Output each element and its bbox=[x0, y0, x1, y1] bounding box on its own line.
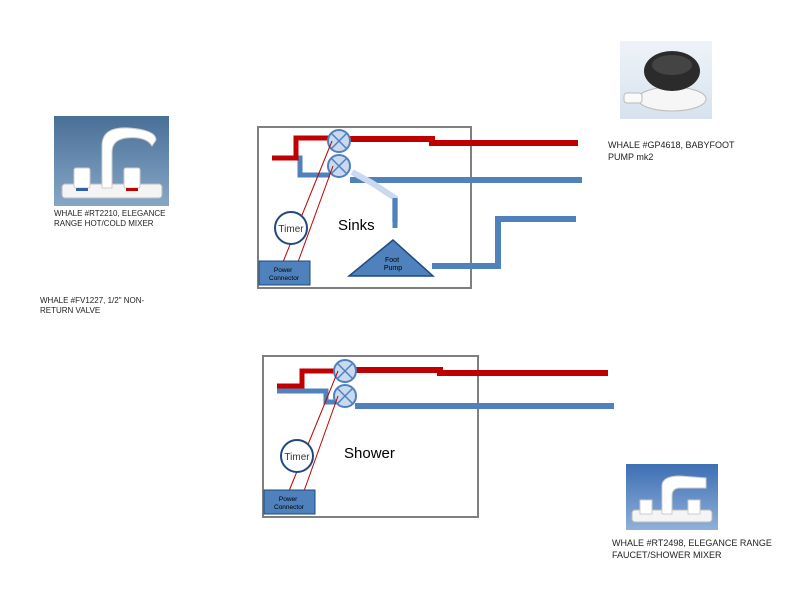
fv1227-label: WHALE #FV1227, 1/2" NON-RETURN VALVE bbox=[40, 296, 145, 315]
sinks-timer-label: Timer bbox=[278, 224, 304, 235]
sinks-cold-valve bbox=[327, 154, 351, 178]
sinks-pump-outlet-line bbox=[432, 216, 576, 269]
sinks-power-connector bbox=[258, 260, 311, 286]
sinks-hot-valve bbox=[327, 129, 351, 153]
foot-pump-icon bbox=[623, 51, 707, 112]
sinks-timer bbox=[274, 211, 308, 245]
shower-hot-inlet-line bbox=[277, 368, 336, 389]
shower-hot-outlet-line bbox=[355, 367, 608, 376]
shower-cold-inlet-line bbox=[277, 388, 336, 405]
shower-title: Shower bbox=[344, 445, 395, 462]
shower-timer-label: Timer bbox=[284, 452, 310, 463]
rt2498-mixer-photo bbox=[626, 464, 718, 530]
sinks-hot-outlet-line bbox=[350, 136, 578, 146]
shower-hot-valve bbox=[333, 359, 357, 383]
sinks-box bbox=[257, 126, 472, 289]
shower-power-connector bbox=[263, 489, 316, 515]
shower-power-connector-label: Power Connector bbox=[274, 496, 305, 511]
shower-box bbox=[262, 355, 479, 518]
mixer-faucet-icon bbox=[61, 127, 163, 199]
sinks-title: Sinks bbox=[338, 217, 375, 234]
sinks-power-connector-label: Power Connector bbox=[269, 267, 300, 282]
shower-timer bbox=[280, 439, 314, 473]
shower-wire-2 bbox=[303, 395, 339, 492]
rt2210-mixer-photo bbox=[54, 116, 169, 206]
gp4618-pump-photo bbox=[620, 41, 712, 119]
sinks-wire-2 bbox=[297, 165, 334, 263]
sinks-hot-inlet-line bbox=[272, 135, 330, 161]
sinks-foot-pump bbox=[346, 239, 435, 277]
shower-mixer-icon bbox=[631, 475, 713, 523]
shower-cold-valve bbox=[333, 384, 357, 408]
sinks-foot-pump-label: Foot Pump bbox=[384, 257, 402, 272]
